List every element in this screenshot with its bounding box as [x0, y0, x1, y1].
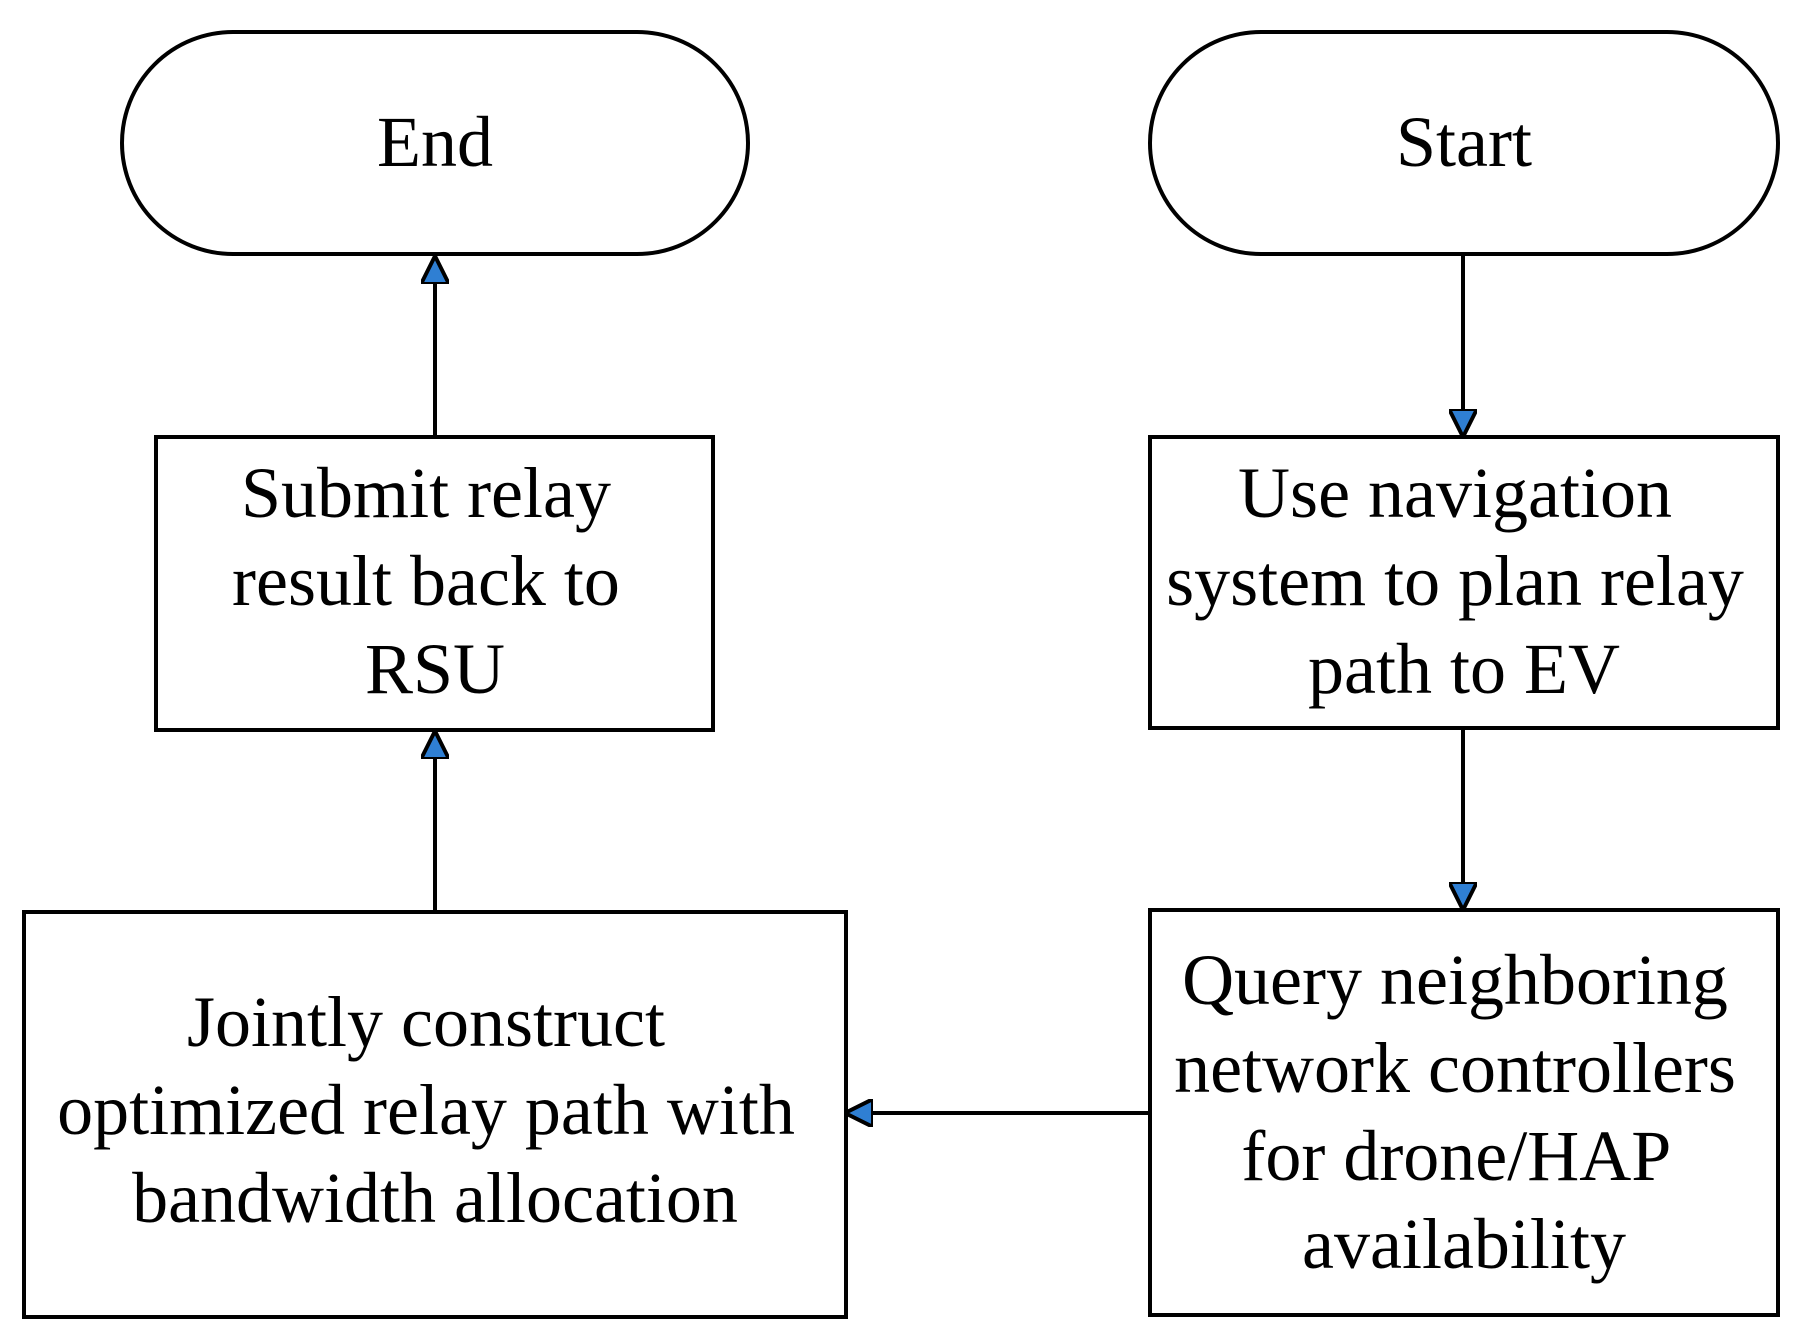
- query-line-3: for drone/HAP: [1241, 1116, 1669, 1196]
- svg-text:Jointly construct optimi: Jointly construct optimized relay path w…: [57, 982, 813, 1238]
- submit-line-2: result back to: [232, 541, 620, 621]
- end-terminator: End: [120, 30, 750, 256]
- svg-text:End: End: [377, 102, 493, 182]
- query-controllers-box-shape: [1148, 908, 1780, 1317]
- plan-line-2: system to plan relay: [1166, 541, 1744, 621]
- query-line-2: network controllers: [1174, 1028, 1736, 1108]
- svg-text:Use navigation system to: Use navigation system to plan relay path…: [1166, 453, 1762, 709]
- start-terminator: Start: [1148, 30, 1780, 256]
- query-controllers-box: Query neighboring network controllers fo…: [1148, 908, 1780, 1317]
- query-line-4: availability: [1302, 1204, 1626, 1284]
- start-terminator-shape: [1148, 30, 1780, 256]
- query-line-1: Query neighboring: [1182, 940, 1728, 1020]
- construct-relay-path-box: Jointly construct optimized relay path w…: [22, 910, 848, 1319]
- plan-relay-path-box: Use navigation system to plan relay path…: [1148, 435, 1780, 730]
- plan-relay-path-box-shape: [1148, 435, 1780, 730]
- submit-line-3: RSU: [365, 629, 505, 709]
- end-terminator-shape: [120, 30, 750, 256]
- plan-line-1: Use navigation: [1238, 453, 1672, 533]
- flowchart-edges: [435, 254, 1463, 1113]
- plan-line-3: path to EV: [1308, 629, 1620, 709]
- start-label: Start: [1396, 102, 1532, 182]
- construct-line-1: Jointly construct: [187, 982, 665, 1062]
- svg-text:Start: Start: [1396, 102, 1532, 182]
- end-label: End: [377, 102, 493, 182]
- submit-line-1: Submit relay: [241, 453, 611, 533]
- submit-result-box-shape: [154, 435, 715, 732]
- svg-text:Query neighboring networ: Query neighboring network controllers fo…: [1174, 940, 1754, 1284]
- construct-line-3: bandwidth allocation: [132, 1158, 738, 1238]
- construct-relay-path-box-shape: [22, 910, 848, 1319]
- construct-line-2: optimized relay path with: [57, 1070, 795, 1150]
- submit-result-box: Submit relay result back to RSU: [154, 435, 715, 732]
- svg-text:Submit relay result back: Submit relay result back to RSU: [232, 453, 638, 709]
